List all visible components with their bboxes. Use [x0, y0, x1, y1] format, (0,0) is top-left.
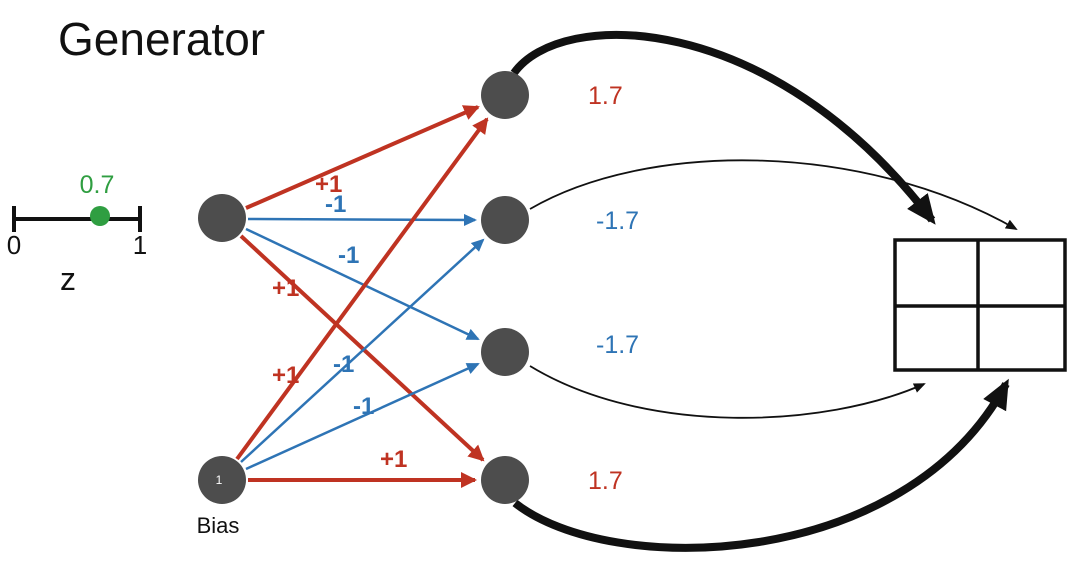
input-node-z [198, 194, 246, 242]
weight-label-z-h4: +1 [272, 275, 299, 302]
edge-z-h3 [245, 227, 480, 341]
bias-caption: Bias [197, 513, 240, 538]
edge-z-h2 [247, 213, 477, 226]
output-value-1: 1.7 [588, 82, 623, 110]
bias-node-inner-label: 1 [216, 473, 223, 487]
curve-h1-to-grid [510, 31, 936, 225]
output-value-4: 1.7 [588, 467, 623, 495]
input-layer: 1 Bias [197, 194, 246, 538]
weight-edges [235, 105, 489, 488]
curve-h2-to-grid [529, 159, 1018, 230]
hidden-node-1 [481, 71, 529, 119]
edge-z-h1 [245, 105, 480, 210]
curve-h4-to-grid [512, 378, 1010, 552]
hidden-node-2 [481, 196, 529, 244]
output-curves [510, 31, 1018, 552]
weight-label-bias-h4: +1 [380, 446, 407, 473]
weight-label-z-h3: -1 [338, 242, 359, 269]
output-value-2: -1.7 [596, 207, 639, 235]
z-axis-max-label: 1 [133, 230, 147, 260]
edge-bias-h1 [235, 117, 489, 461]
edge-z-h4 [239, 234, 485, 462]
output-grid [893, 238, 1067, 372]
z-axis-min-label: 0 [7, 230, 21, 260]
weight-labels: +1 -1 -1 +1 +1 -1 -1 +1 [272, 171, 407, 473]
weight-label-bias-h2: -1 [333, 351, 354, 378]
z-value-dot [90, 206, 110, 226]
hidden-node-3 [481, 328, 529, 376]
input-node-bias [198, 456, 246, 504]
edge-bias-h2 [240, 238, 485, 463]
hidden-output-values: 1.7 -1.7 -1.7 1.7 [588, 82, 639, 495]
z-value-label: 0.7 [80, 171, 115, 199]
hidden-node-4 [481, 456, 529, 504]
output-value-3: -1.7 [596, 331, 639, 359]
z-axis-name: z [60, 261, 76, 297]
weight-label-z-h1: +1 [315, 171, 342, 198]
weight-label-z-h2: -1 [325, 191, 346, 218]
hidden-layer [481, 71, 529, 504]
edge-bias-h3 [245, 362, 480, 471]
weight-label-bias-h3: -1 [353, 393, 374, 420]
z-input-slider: 0.7 0 1 z [7, 171, 147, 297]
weight-label-bias-h1: +1 [272, 362, 299, 389]
curve-h3-to-grid [529, 365, 926, 419]
diagram-title: Generator [58, 13, 265, 65]
